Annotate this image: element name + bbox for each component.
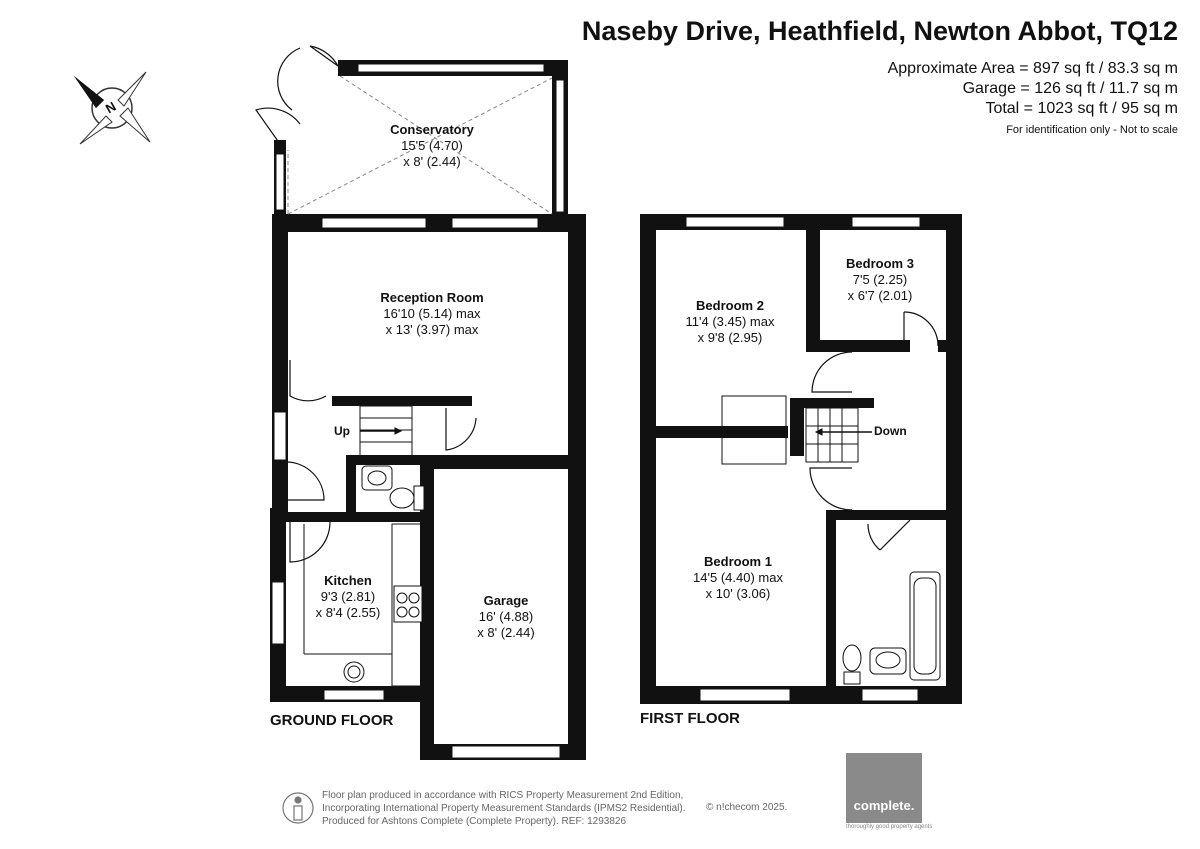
stairs-up-label: Up [334,424,350,438]
room-bedroom-1: Bedroom 1 14'5 (4.40) max x 10' (3.06) [693,554,783,602]
room-reception: Reception Room 16'10 (5.14) max x 13' (3… [380,290,483,338]
conservatory-roof-lines [287,75,553,215]
footer-line: Floor plan produced in accordance with R… [322,790,684,801]
room-dim: 14'5 (4.40) max [693,570,783,585]
scale-disclaimer: For identification only - Not to scale [1006,124,1178,136]
room-dim: x 8' (2.44) [403,154,461,169]
area-garage: Garage = 126 sq ft / 11.7 sq m [962,80,1178,97]
room-name: Garage [483,593,529,608]
page-title: Naseby Drive, Heathfield, Newton Abbot, … [581,16,1178,46]
room-dim: x 10' (3.06) [705,586,771,601]
room-dim: x 8' (2.44) [477,625,535,640]
compass-icon [74,71,151,145]
stairs-down-label: Down [874,424,907,438]
footer-line: Produced for Ashtons Complete (Complete … [322,816,627,827]
room-dim: x 13' (3.97) max [385,322,479,337]
ground-floor-doors [255,45,477,563]
room-name: Bedroom 2 [696,298,764,313]
first-floor-fixtures [842,571,941,685]
room-dim: 11'4 (3.45) max [685,314,775,329]
room-name: Bedroom 1 [704,554,772,569]
ground-floor-fixtures [303,465,427,687]
room-dim: 16' (4.88) [478,609,534,624]
footer-line: Incorporating International Property Mea… [322,803,686,814]
room-dim: x 9'8 (2.95) [697,330,763,345]
room-bedroom-3: Bedroom 3 7'5 (2.25) x 6'7 (2.01) [846,256,914,304]
copyright: © n!checom 2025. [706,802,788,813]
room-dim: 15'5 (4.70) [401,138,463,153]
first-floor-label: FIRST FLOOR [640,710,740,727]
room-dim: x 6'7 (2.01) [847,288,913,303]
room-garage: Garage 16' (4.88) x 8' (2.44) [477,593,534,641]
room-name: Bedroom 3 [846,256,914,271]
room-dim: 16'10 (5.14) max [383,306,481,321]
logo-name: complete. [853,798,915,813]
room-dim: x 8'4 (2.55) [315,605,381,620]
room-name: Conservatory [390,122,474,137]
room-kitchen: Kitchen 9'3 (2.81) x 8'4 (2.55) [316,573,381,621]
agent-logo: complete. [846,753,922,823]
area-approx: Approximate Area = 897 sq ft / 83.3 sq m [887,60,1178,77]
ground-floor-windows [271,63,565,759]
room-bedroom-2: Bedroom 2 11'4 (3.45) max x 9'8 (2.95) [686,298,775,346]
first-floor-windows [685,216,921,702]
room-conservatory: Conservatory 15'5 (4.70) x 8' (2.44) [390,122,474,170]
room-dim: 7'5 (2.25) [852,272,908,287]
logo-tagline: thoroughly good property agents [846,824,933,830]
footer-notes: Floor plan produced in accordance with R… [322,789,686,828]
room-dim: 9'3 (2.81) [320,589,376,604]
person-info-icon [282,792,314,824]
first-floor-doors [809,311,939,551]
room-name: Kitchen [324,573,372,588]
ground-floor-stairs [359,405,413,457]
area-total: Total = 1023 sq ft / 95 sq m [985,100,1178,117]
ground-floor-label: GROUND FLOOR [270,712,394,729]
first-floor-stairs [721,395,872,465]
room-name: Reception Room [380,290,484,305]
